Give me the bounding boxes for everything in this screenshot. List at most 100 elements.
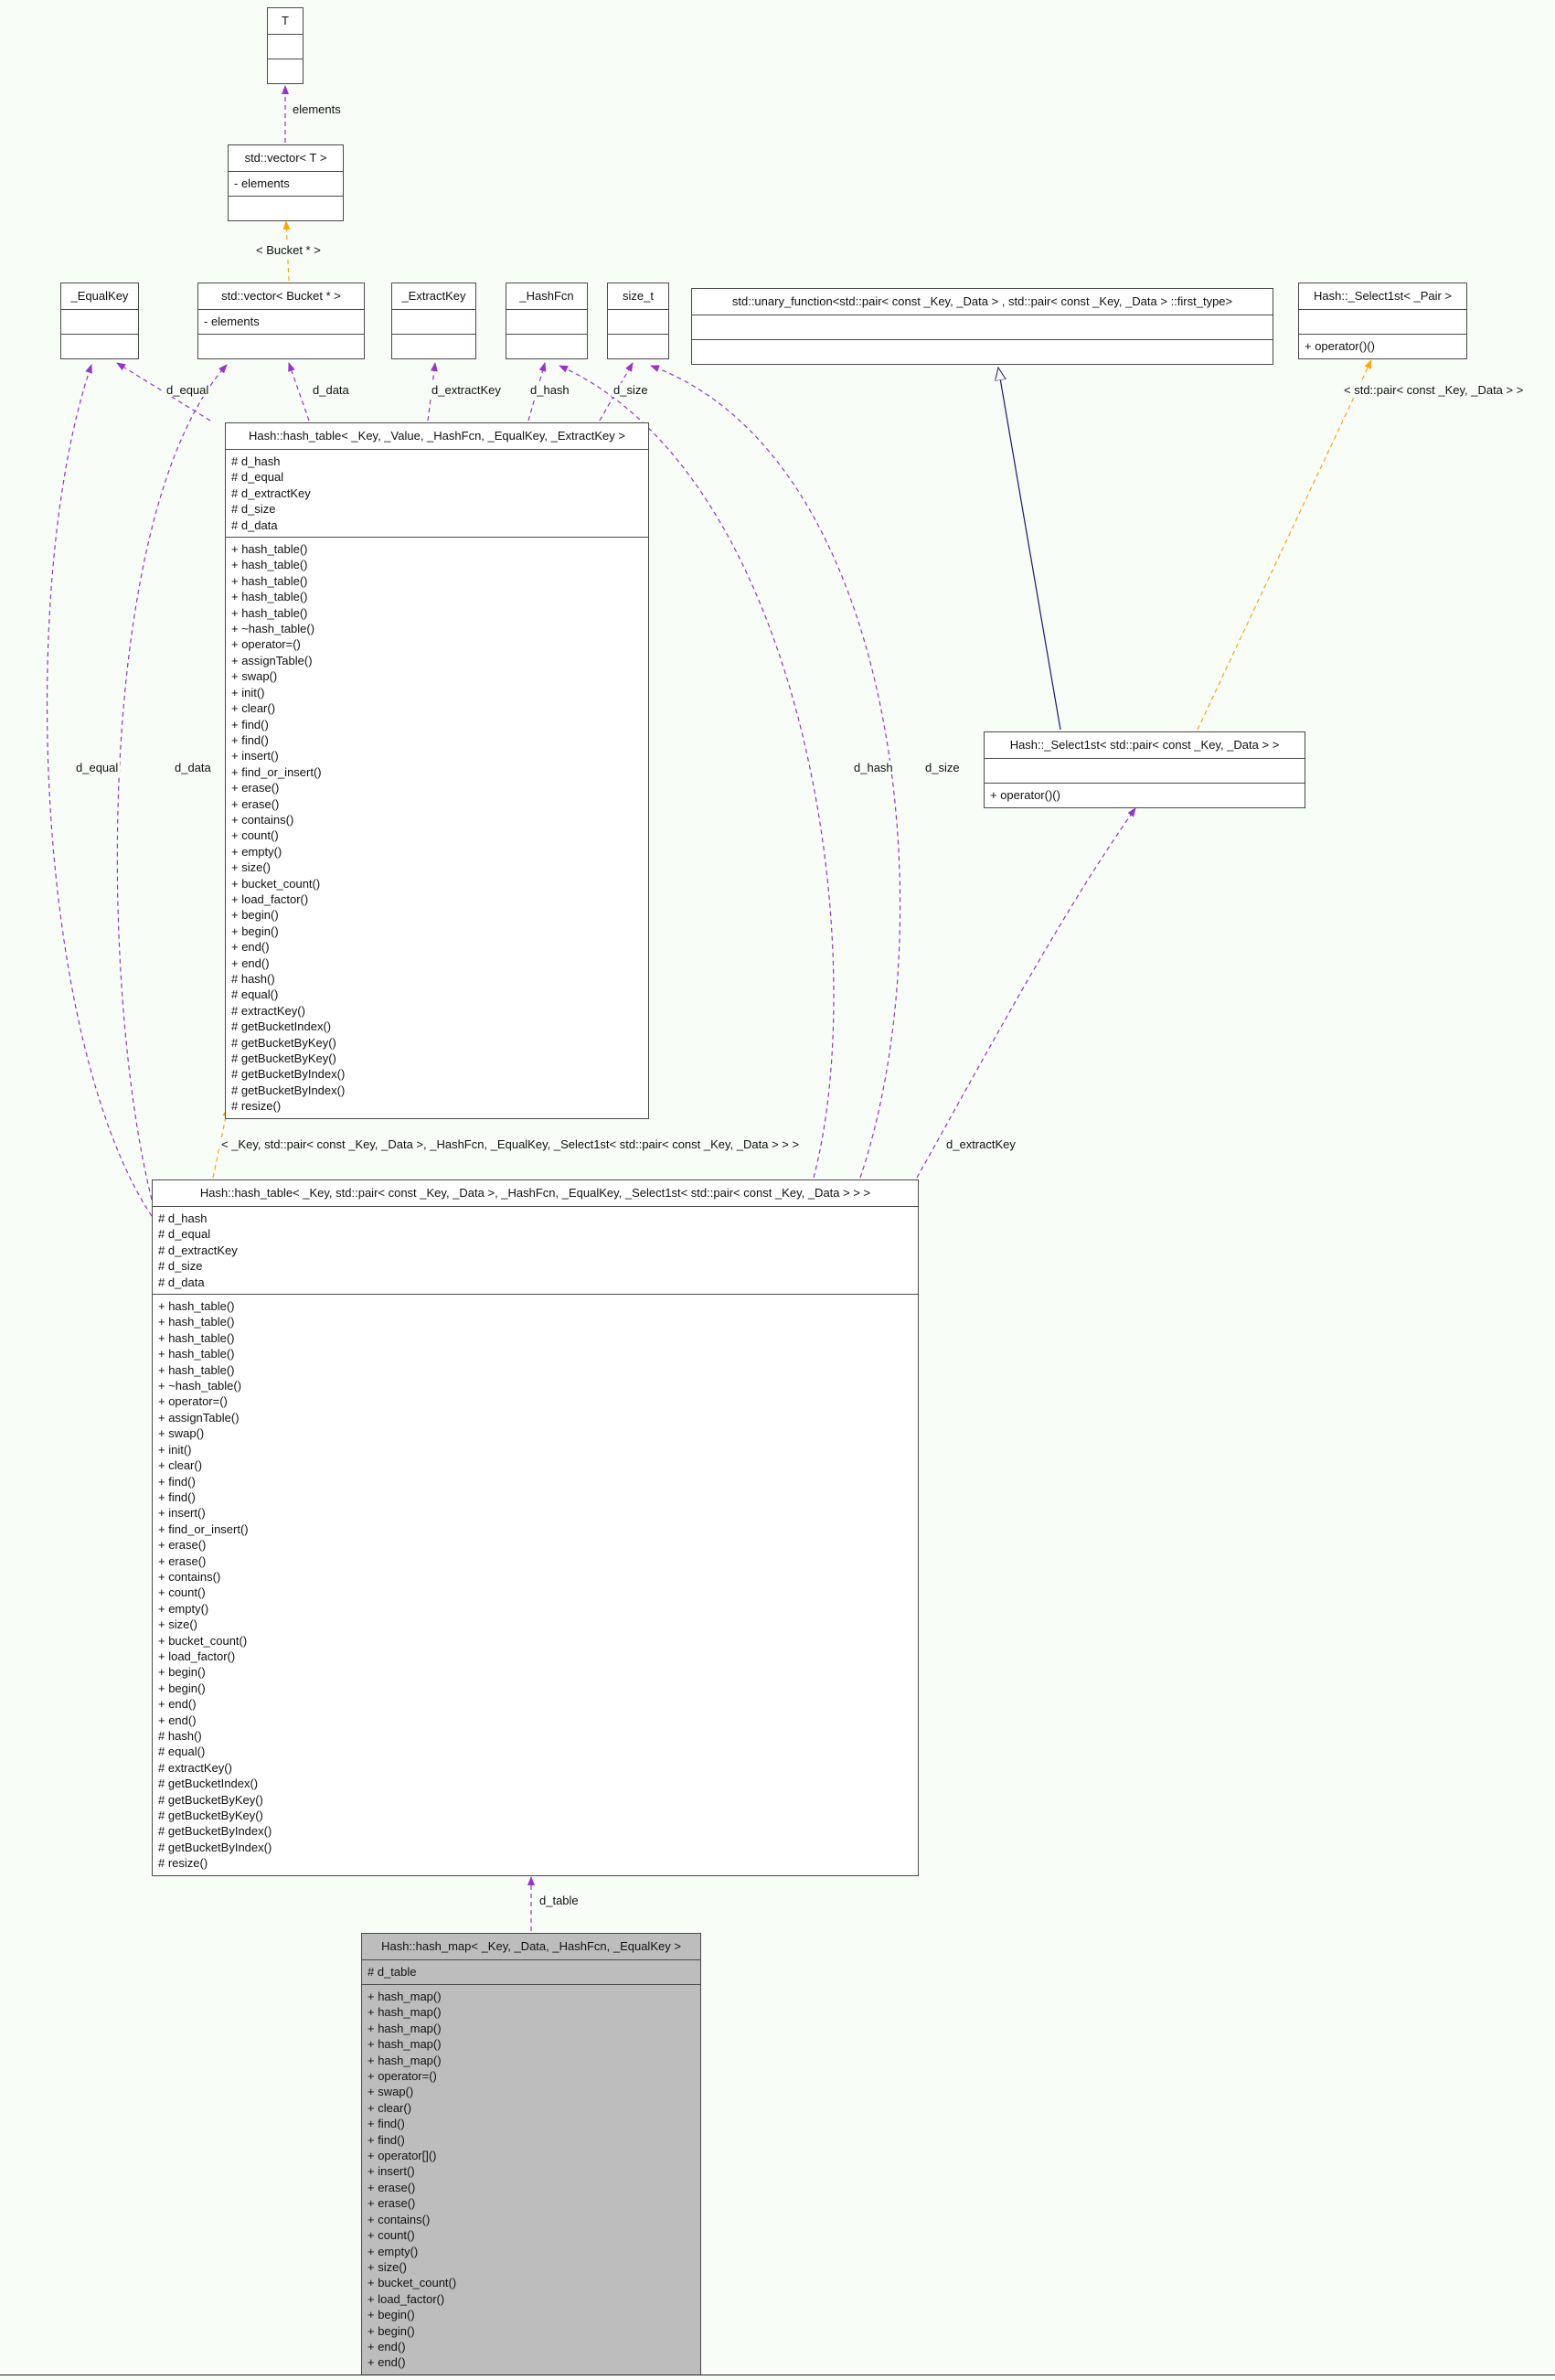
class-title: Hash::hash_table< _Key, _Value, _HashFcn… [226,423,648,450]
class-box-hash-map[interactable]: Hash::hash_map< _Key, _Data, _HashFcn, _… [361,1933,701,2375]
class-member: + hash_table() [158,1299,235,1314]
class-member: + ~hash_table() [231,622,315,636]
class-member: + find() [367,2117,405,2131]
class-member: # getBucketByIndex() [231,1083,346,1097]
class-box-extractkey: _ExtractKey [391,283,476,359]
class-box-equalkey: _EqualKey [60,283,139,359]
class-member: # d_equal [158,1227,211,1242]
class-member: - elements [234,176,290,190]
class-member: + find_or_insert() [231,764,322,779]
class-member: + insert() [231,749,279,763]
class-title: Hash::hash_map< _Key, _Data, _HashFcn, _… [362,1934,700,1960]
class-attributes [506,310,587,335]
class-box-select1st-instantiated[interactable]: Hash::_Select1st< std::pair< const _Key,… [984,731,1305,808]
class-member: + size() [231,860,271,875]
class-title: Hash::hash_table< _Key, std::pair< const… [153,1180,918,1207]
class-box-select1st-pair-template[interactable]: Hash::_Select1st< _Pair > + operator()() [1298,283,1467,359]
class-member: + find_or_insert() [158,1521,249,1536]
class-member: # extractKey() [158,1760,232,1775]
class-box-size-t: size_t [607,283,669,359]
class-title: T [268,8,303,35]
class-member: # extractKey() [231,1003,305,1018]
edge-label-hash-table-template: < _Key, std::pair< const _Key, _Data >, … [219,1137,802,1151]
edge-label-d-size-2: d_size [923,761,962,774]
class-member: + load_factor() [367,2291,445,2306]
edge-d-data-1 [288,362,310,422]
class-member: + assignTable() [231,653,313,667]
class-methods [692,340,1273,364]
class-box-hash-table-instantiated[interactable]: Hash::hash_table< _Key, std::pair< const… [152,1179,919,1876]
class-member: # d_table [367,1965,417,1979]
class-member: # d_extractKey [231,486,311,500]
class-member: + ~hash_table() [158,1379,242,1393]
class-member: + clear() [158,1458,203,1473]
class-member: # hash() [231,972,275,986]
edge-label-bucket-template: < Bucket * > [254,243,323,257]
class-member: + count() [367,2228,415,2243]
class-attributes [61,310,138,335]
class-attributes [985,759,1305,784]
class-attributes [608,310,668,335]
class-member: + init() [158,1442,192,1457]
edge-d-data-2 [116,364,228,1201]
class-member: + hash_map() [367,2021,442,2035]
class-member: + assignTable() [158,1410,240,1425]
class-methods [229,197,343,220]
class-member: # getBucketByIndex() [158,1824,272,1839]
edge-label-d-hash-2: d_hash [852,761,895,774]
class-title: Hash::_Select1st< std::pair< const _Key,… [985,732,1305,759]
class-member: + count() [158,1585,206,1600]
class-member: + size() [367,2259,407,2274]
class-member: + operator[]() [367,2149,437,2163]
class-member: # d_hash [158,1211,208,1225]
class-member: + hash_table() [231,590,308,604]
edge-label-d-hash-1: d_hash [528,383,571,397]
class-title: _HashFcn [506,283,587,310]
class-methods: + operator()() [1299,335,1466,358]
class-attributes [1299,310,1466,335]
class-member: + operator()() [990,788,1060,802]
class-member: - elements [204,315,260,328]
class-box-std-unary-function: std::unary_function<std::pair< const _Ke… [691,288,1273,365]
class-member: + begin() [231,908,279,923]
class-attributes: # d_hash# d_equal# d_extractKey# d_size#… [226,450,648,539]
class-member: + insert() [158,1506,206,1521]
class-member: + hash_table() [158,1347,235,1361]
class-member: + hash_map() [367,1990,442,2003]
class-member: + bucket_count() [231,876,321,891]
edge-label-select1st-template: < std::pair< const _Key, _Data > > [1342,383,1526,397]
edge-label-d-size-1: d_size [612,383,650,397]
class-methods: + hash_map()+ hash_map()+ hash_map()+ ha… [362,1985,700,2375]
class-member: + hash_table() [231,605,308,620]
class-member: + begin() [231,923,279,938]
class-attributes: # d_hash# d_equal# d_extractKey# d_size#… [153,1207,918,1296]
class-member: + empty() [367,2244,419,2258]
class-member: + empty() [158,1601,209,1616]
class-member: + find() [158,1474,196,1489]
class-member: + load_factor() [158,1649,236,1663]
class-member: # d_hash [231,454,281,468]
class-methods [198,335,364,358]
class-member: # equal() [231,987,279,1002]
class-attributes [268,35,303,59]
class-title: size_t [608,283,668,310]
edge-template-select1st [1197,359,1372,731]
class-title: std::unary_function<std::pair< const _Ke… [692,289,1273,315]
class-member: + end() [158,1697,197,1712]
class-member: + hash_table() [231,573,308,588]
edge-label-d-data-2: d_data [173,761,213,774]
class-methods [608,335,668,358]
class-member: + hash_table() [231,558,308,572]
class-member: + hash_map() [367,2005,442,2020]
class-methods [392,335,475,358]
class-box-hash-table-generic[interactable]: Hash::hash_table< _Key, _Value, _HashFcn… [225,422,649,1119]
class-member: + hash_map() [367,2053,442,2067]
class-member: + find() [367,2132,405,2147]
class-member: # d_extractKey [158,1243,238,1257]
edge-d-extractkey-2 [916,807,1136,1179]
class-attributes [692,315,1273,340]
class-member: # getBucketByKey() [158,1792,263,1807]
class-member: # getBucketByKey() [231,1035,336,1050]
class-title: _ExtractKey [392,283,475,310]
class-member: + begin() [158,1681,206,1695]
